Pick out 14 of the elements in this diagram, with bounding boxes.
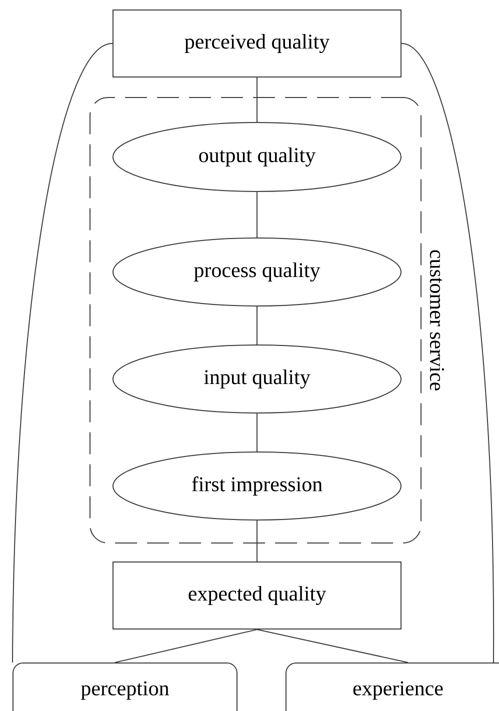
rounded-box: perception bbox=[12, 662, 238, 711]
connector-line bbox=[256, 306, 258, 345]
node-label: customer service bbox=[430, 250, 444, 390]
connector-line bbox=[256, 192, 258, 238]
connector-line bbox=[256, 520, 258, 562]
process-box: expected quality bbox=[112, 562, 402, 630]
connector-line bbox=[114, 629, 258, 663]
connector-line bbox=[256, 413, 258, 452]
connector-line bbox=[256, 77, 258, 122]
rounded-box: experience bbox=[286, 662, 499, 711]
connector-line bbox=[256, 629, 408, 663]
connector-line bbox=[401, 43, 494, 663]
process-box: perceived quality bbox=[112, 10, 402, 78]
connector-line bbox=[12, 43, 113, 663]
